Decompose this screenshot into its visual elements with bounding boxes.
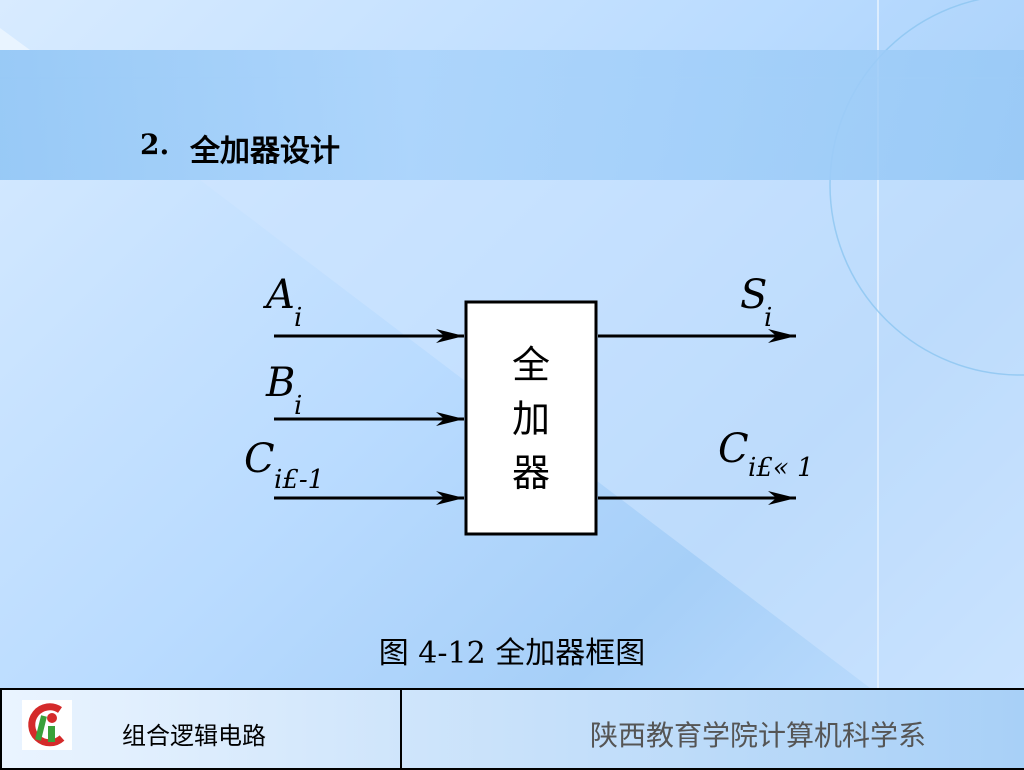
output-label-s-sub: i [764, 303, 772, 333]
slide-title: 全加器设计 [190, 134, 340, 169]
institution-name: 陕西教育学院计算机科学系 [589, 719, 926, 752]
input-label-b-sub: i [294, 391, 302, 421]
input-label-c: C [244, 436, 275, 482]
title-band [0, 50, 1024, 180]
footer-right-cell: 陕西教育学院计算机科学系 [402, 690, 1024, 768]
footer-left-cell: 组合逻辑电路 [2, 690, 402, 768]
block-label-2: 加 [512, 397, 550, 441]
input-label-a-sub: i [294, 303, 302, 333]
input-label-a: A [262, 272, 295, 318]
adder-block [464, 300, 598, 536]
block-label-3: 器 [512, 451, 550, 495]
input-label-c-sub: i£-1 [274, 465, 324, 495]
output-label-c: C [718, 426, 749, 472]
course-name: 组合逻辑电路 [122, 722, 266, 750]
output-label-s: S [740, 272, 767, 318]
footer-bar: 组合逻辑电路 陕西教育学院计算机科学系 [0, 688, 1024, 770]
block-label-1: 全 [512, 343, 550, 387]
output-label-c-sub: i£« 1 [748, 453, 814, 483]
slide-title-number: 2. [140, 128, 170, 161]
figure-caption: 图 4-12 全加器框图 [378, 636, 646, 671]
full-adder-diagram: 全 加 器 A i B i C i£-1 S i C i£« 1 [244, 272, 814, 536]
school-logo-icon [22, 700, 72, 750]
input-label-b: B [265, 360, 295, 406]
